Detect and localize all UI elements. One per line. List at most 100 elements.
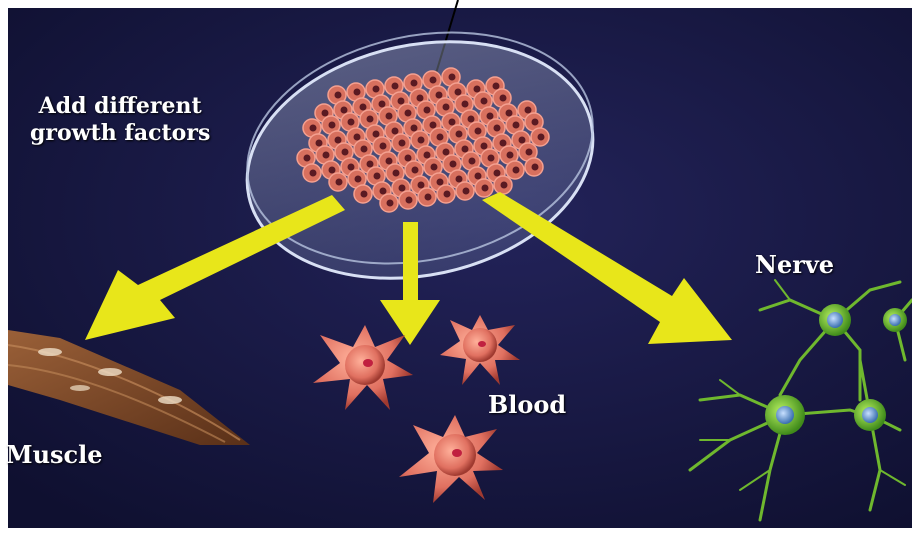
stem-cell-nucleus [355, 176, 362, 183]
stem-cell-nucleus [398, 98, 405, 105]
stem-cell-nucleus [526, 149, 533, 156]
stem-cell-nucleus [474, 86, 481, 93]
stem-cell-nucleus [310, 125, 317, 132]
growth-factors-line1: Add different [30, 93, 210, 120]
stem-cell-nucleus [341, 107, 348, 114]
stem-cell-nucleus [361, 191, 368, 198]
nerve-cell-icon [819, 304, 851, 336]
stem-cell-nucleus [380, 143, 387, 150]
stem-cell-nucleus [316, 140, 323, 147]
stem-cell-nucleus [481, 143, 488, 150]
stem-cell-nucleus [393, 170, 400, 177]
stem-cell-nucleus [386, 113, 393, 120]
stem-cell-nucleus [367, 116, 374, 123]
stem-cell-nucleus [387, 200, 394, 207]
nerve-cell-icon [883, 308, 907, 332]
stem-cell-nucleus [506, 110, 513, 117]
stem-cell-nucleus [354, 89, 361, 96]
stem-cell-nucleus [437, 134, 444, 141]
stem-cell-nucleus [456, 131, 463, 138]
stem-cell-nucleus [500, 140, 507, 147]
stem-cell-nucleus [360, 104, 367, 111]
stem-cell-nucleus [405, 110, 412, 117]
stem-cell-nucleus [493, 83, 500, 90]
muscle-label: Muscle [6, 440, 103, 469]
stem-cell-nucleus [361, 146, 368, 153]
stem-cell-nucleus [444, 191, 451, 198]
stem-cell-nucleus [424, 107, 431, 114]
stem-cell-nucleus [501, 182, 508, 189]
stem-cell-nucleus [443, 104, 450, 111]
stem-cell-nucleus [411, 80, 418, 87]
stem-cell-nucleus [455, 89, 462, 96]
stem-cell-nucleus [538, 134, 545, 141]
stem-cell-nucleus [463, 188, 470, 195]
stem-cell-nucleus [424, 152, 431, 159]
stem-cell-nucleus [443, 149, 450, 156]
stem-cell-nucleus [399, 185, 406, 192]
stem-cell-nucleus [456, 176, 463, 183]
stem-cell-nucleus [417, 95, 424, 102]
stem-cell-nucleus [329, 122, 336, 129]
nerve-cell-icon [765, 395, 805, 435]
stem-cell-nucleus [430, 77, 437, 84]
stem-cell-nucleus [449, 119, 456, 126]
stem-cell-nucleus [436, 92, 443, 99]
stem-cell-nucleus [519, 137, 526, 144]
stem-cell-nucleus [405, 155, 412, 162]
stem-cell-nucleus [380, 188, 387, 195]
stem-cell-nucleus [354, 134, 361, 141]
stem-cell-nucleus [431, 164, 438, 171]
stem-cell-nucleus [475, 173, 482, 180]
nerve-cell-icon [854, 399, 886, 431]
stem-cell-nucleus [399, 140, 406, 147]
stem-cell-nucleus [494, 125, 501, 132]
stem-cell-nucleus [342, 149, 349, 156]
stem-cell-nucleus [468, 116, 475, 123]
stem-cell-nucleus [513, 167, 520, 174]
stem-cell-nucleus [310, 170, 317, 177]
stem-cell-nucleus [449, 74, 456, 81]
stem-cell-nucleus [532, 119, 539, 126]
stem-cell-nucleus [450, 161, 457, 168]
stem-cell-nucleus [437, 179, 444, 186]
stem-cell-nucleus [336, 179, 343, 186]
stem-cell-nucleus [418, 137, 425, 144]
stem-cell-nucleus [348, 164, 355, 171]
stem-cell-nucleus [475, 128, 482, 135]
stem-cell-nucleus [374, 173, 381, 180]
stem-cell-nucleus [348, 119, 355, 126]
stem-cell-nucleus [525, 107, 532, 114]
stem-cell-nucleus [386, 158, 393, 165]
stem-cell-nucleus [379, 101, 386, 108]
stem-cell-nucleus [323, 152, 330, 159]
stem-cell-nucleus [322, 110, 329, 117]
stem-cell-nucleus [329, 167, 336, 174]
stem-cell-nucleus [373, 131, 380, 138]
nerve-label: Nerve [755, 250, 834, 279]
stem-cell-nucleus [469, 158, 476, 165]
stem-cell-nucleus [482, 185, 489, 192]
stem-cell-nucleus [373, 86, 380, 93]
stem-cell-nucleus [488, 155, 495, 162]
stem-cell-nucleus [513, 122, 520, 129]
stem-cell-nucleus [462, 146, 469, 153]
stem-cell-nucleus [335, 137, 342, 144]
stem-cell-nucleus [406, 197, 413, 204]
stem-cell-nucleus [462, 101, 469, 108]
stem-cell-nucleus [304, 155, 311, 162]
stem-cell-nucleus [392, 128, 399, 135]
stem-cell-nucleus [367, 161, 374, 168]
stem-cell-nucleus [425, 194, 432, 201]
stem-cell-nucleus [500, 95, 507, 102]
stem-cell-nucleus [335, 92, 342, 99]
blood-label: Blood [488, 390, 566, 419]
stem-cell-nucleus [494, 170, 501, 177]
stem-cell-nucleus [412, 167, 419, 174]
stem-cell-nucleus [507, 152, 514, 159]
stem-cell-nucleus [418, 182, 425, 189]
stem-cell-nucleus [532, 164, 539, 171]
stem-cell-nucleus [392, 83, 399, 90]
growth-factors-line2: growth factors [30, 120, 210, 147]
stem-cell-nucleus [487, 113, 494, 120]
